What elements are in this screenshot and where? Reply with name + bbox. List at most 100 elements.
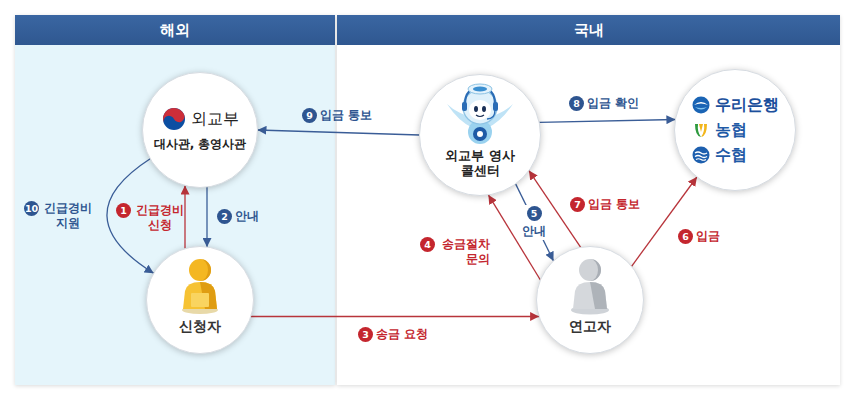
edge-label: 7입금 통보 bbox=[568, 196, 642, 213]
edge-label-text: 입금 통보 bbox=[320, 108, 372, 123]
region-title: 국내 bbox=[574, 21, 604, 40]
edge-label-text: 입금 bbox=[696, 229, 720, 244]
applicant-circle: 신청자 bbox=[145, 245, 255, 355]
bank-name: 농협 bbox=[715, 120, 747, 141]
region-header: 해외 bbox=[15, 15, 335, 45]
edge-label-text: 입금 통보 bbox=[588, 197, 640, 212]
circle-outline bbox=[147, 247, 254, 354]
embassy-circle: 외교부대사관, 총영사관 bbox=[141, 71, 259, 189]
callout-number: 5 bbox=[527, 206, 542, 221]
person-icon bbox=[564, 257, 616, 315]
mofa-logo bbox=[162, 107, 186, 131]
region-header: 국내 bbox=[337, 15, 840, 45]
edge-label-text: 안내 bbox=[522, 224, 546, 239]
callout-number: 6 bbox=[678, 229, 693, 244]
mascot-icon bbox=[469, 100, 491, 120]
mascot-icon bbox=[474, 106, 478, 112]
mascot-icon bbox=[473, 87, 487, 92]
bank-logo bbox=[699, 124, 703, 132]
node-title: 연고자 bbox=[569, 318, 611, 336]
circle-outline bbox=[420, 75, 541, 196]
circle-outline bbox=[141, 71, 259, 189]
node-content: 외교부 영사콜센터 bbox=[418, 73, 542, 197]
person-icon bbox=[200, 259, 211, 281]
bank-logo bbox=[692, 146, 710, 164]
node-content: 연고자 bbox=[535, 245, 645, 355]
bank-logo bbox=[695, 107, 707, 110]
bank-logo bbox=[692, 121, 710, 139]
callout-number: 1 bbox=[116, 203, 131, 218]
edge-label: 2안내 bbox=[215, 208, 261, 225]
person-icon bbox=[183, 282, 217, 309]
person-icon bbox=[564, 257, 616, 315]
mascot-icon bbox=[476, 115, 484, 117]
bank-row: 농협 bbox=[692, 120, 747, 141]
edge-label: 10긴급경비 지원 bbox=[22, 200, 96, 232]
bank-circle: 우리은행농협수협 bbox=[673, 68, 797, 192]
callout-number: 4 bbox=[420, 237, 435, 252]
edge-label: 8입금 확인 bbox=[567, 95, 641, 112]
node-title: 신청자 bbox=[179, 318, 221, 336]
circle-outline bbox=[537, 247, 644, 354]
edge-label-text: 송금 요청 bbox=[376, 327, 428, 342]
bank-logo bbox=[695, 152, 707, 154]
node-content: 신청자 bbox=[145, 245, 255, 355]
person-icon bbox=[174, 257, 226, 315]
title-row: 외교부 bbox=[162, 107, 239, 131]
bank-list: 우리은행농협수협 bbox=[692, 95, 779, 166]
circle-outline bbox=[141, 71, 259, 189]
mascot-icon bbox=[473, 127, 487, 141]
edge-label: 1긴급경비 신청 bbox=[114, 202, 188, 234]
edge-label: 9입금 통보 bbox=[300, 107, 374, 124]
person-icon bbox=[189, 259, 211, 281]
person-icon bbox=[579, 259, 601, 281]
mascot-icon bbox=[477, 131, 483, 137]
mascot-icon bbox=[487, 110, 495, 119]
bank-logo bbox=[694, 102, 708, 105]
edge-label-text: 긴급경비 신청 bbox=[134, 203, 186, 233]
node-content: 우리은행농협수협 bbox=[673, 68, 797, 192]
edge-label: 5 안내 bbox=[520, 205, 548, 240]
bank-logo bbox=[692, 96, 710, 114]
bank-name: 수협 bbox=[715, 145, 747, 166]
mofa-logo bbox=[162, 107, 186, 131]
overseas-region: 해외외교부대사관, 총영사관신청자 bbox=[15, 15, 335, 385]
bank-logo bbox=[695, 156, 707, 158]
mascot-icon bbox=[482, 106, 486, 112]
mascot-icon bbox=[468, 84, 492, 94]
bank-logo bbox=[692, 97, 709, 114]
bank-logo bbox=[696, 159, 706, 161]
callout-number: 10 bbox=[24, 201, 39, 216]
callout-number: 3 bbox=[358, 327, 373, 342]
circle-outline bbox=[675, 70, 796, 191]
bank-logo bbox=[692, 121, 710, 139]
mascot-icon bbox=[493, 102, 498, 111]
node-title: 외교부 bbox=[191, 109, 239, 130]
bank-name: 우리은행 bbox=[715, 95, 779, 116]
mascot-icon bbox=[463, 90, 497, 124]
edge-label: 6입금 bbox=[676, 228, 722, 245]
mofa-logo bbox=[162, 107, 186, 129]
node-subtitle: 대사관, 총영사관 bbox=[154, 136, 247, 153]
callout-number: 8 bbox=[569, 96, 584, 111]
callout-number: 7 bbox=[570, 197, 585, 212]
person-icon bbox=[191, 293, 209, 307]
edge-label-text: 긴급경비 지원 bbox=[42, 201, 94, 231]
edge-label: 3송금 요청 bbox=[356, 326, 430, 343]
person-icon bbox=[590, 282, 607, 309]
edge-label-text: 안내 bbox=[235, 209, 259, 224]
mascot-icon bbox=[462, 102, 467, 111]
bank-row: 수협 bbox=[692, 145, 747, 166]
person-icon bbox=[573, 282, 607, 309]
mascot-icon bbox=[443, 82, 517, 146]
callout-number: 2 bbox=[217, 209, 232, 224]
relative-circle: 연고자 bbox=[535, 245, 645, 355]
mascot-icon bbox=[443, 82, 517, 146]
callcenter-circle: 외교부 영사콜센터 bbox=[418, 73, 542, 197]
person-icon bbox=[174, 257, 226, 315]
region-title: 해외 bbox=[160, 21, 190, 40]
edge-label: 4송금절차 문의 bbox=[418, 236, 492, 268]
edge-label-text: 송금절차 문의 bbox=[438, 237, 490, 267]
bank-logo bbox=[692, 96, 710, 114]
